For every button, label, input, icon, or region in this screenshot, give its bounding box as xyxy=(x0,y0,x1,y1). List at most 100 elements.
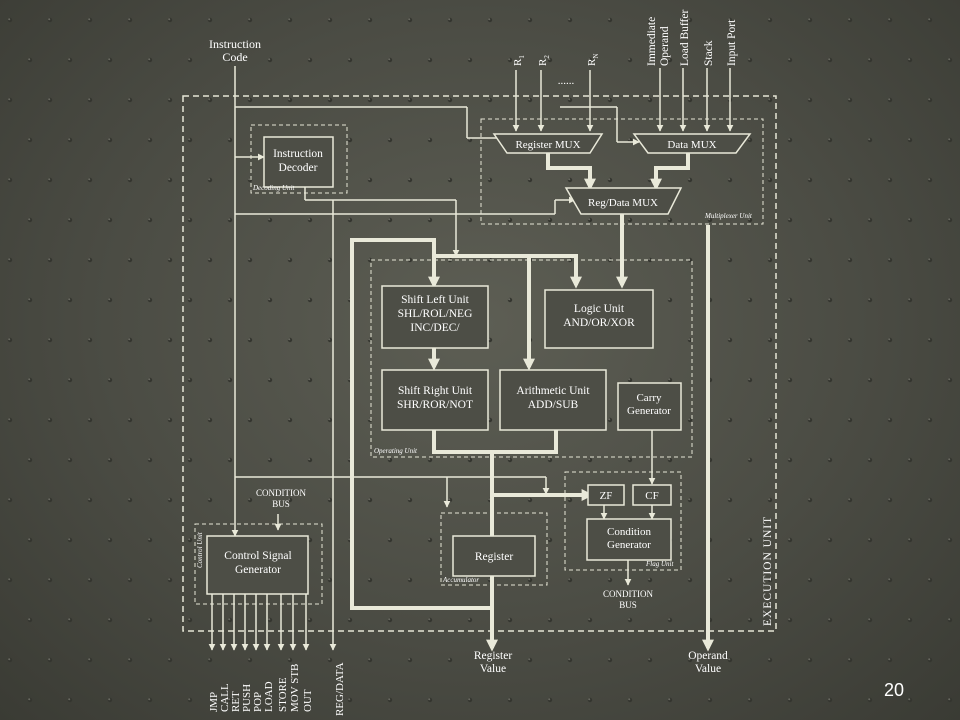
texture-dot xyxy=(547,537,553,543)
texture-dot xyxy=(107,617,113,623)
texture-dot xyxy=(67,57,73,63)
texture-dot xyxy=(907,217,913,223)
texture-dot xyxy=(687,497,693,503)
texture-dot xyxy=(687,577,693,583)
texture-dot xyxy=(227,297,233,303)
texture-dot-highlight xyxy=(828,218,831,221)
texture-dot xyxy=(907,297,913,303)
texture-dot xyxy=(407,577,413,583)
texture-dot-highlight xyxy=(808,498,811,501)
texture-dot xyxy=(167,177,173,183)
texture-dot xyxy=(867,537,873,543)
texture-dot-highlight xyxy=(388,58,391,61)
texture-dot-highlight xyxy=(188,218,191,221)
texture-dot-highlight xyxy=(168,338,171,341)
texture-dot xyxy=(727,417,733,423)
texture-dot xyxy=(67,617,73,623)
texture-dot-highlight xyxy=(608,18,611,21)
texture-dot-highlight xyxy=(748,698,751,701)
texture-dot-highlight xyxy=(588,618,591,621)
texture-dot-highlight xyxy=(208,258,211,261)
texture-dot xyxy=(127,17,133,23)
texture-dot xyxy=(827,617,833,623)
texture-dot xyxy=(847,657,853,663)
texture-dot-highlight xyxy=(948,698,951,701)
texture-dot-highlight xyxy=(608,578,611,581)
texture-dot xyxy=(747,617,753,623)
texture-dot-highlight xyxy=(448,658,451,661)
texture-dot xyxy=(107,537,113,543)
texture-dot xyxy=(367,497,373,503)
texture-dot xyxy=(427,57,433,63)
texture-dot xyxy=(7,657,13,663)
texture-dot xyxy=(527,497,533,503)
texture-dot-highlight xyxy=(668,378,671,381)
texture-dot-highlight xyxy=(48,578,51,581)
texture-dot xyxy=(167,577,173,583)
texture-dot-highlight xyxy=(828,298,831,301)
texture-dot-highlight xyxy=(328,258,331,261)
texture-dot xyxy=(167,257,173,263)
texture-dot-highlight xyxy=(308,698,311,701)
texture-dot-highlight xyxy=(788,298,791,301)
texture-dot-highlight xyxy=(228,698,231,701)
texture-dot xyxy=(487,17,493,23)
texture-dot xyxy=(487,97,493,103)
texture-dot xyxy=(847,17,853,23)
texture-dot-highlight xyxy=(808,338,811,341)
texture-dot xyxy=(27,457,33,463)
texture-dot-highlight xyxy=(808,18,811,21)
texture-dot-highlight xyxy=(528,658,531,661)
texture-dot xyxy=(887,337,893,343)
ctrl-signal-label: RET xyxy=(230,691,242,712)
texture-dot-highlight xyxy=(488,498,491,501)
ctrl-signal-label: OUT xyxy=(302,689,314,712)
texture-dot xyxy=(887,97,893,103)
reg-data-mux-label: Reg/Data MUX xyxy=(588,197,658,209)
texture-dot-highlight xyxy=(248,18,251,21)
texture-dot-highlight xyxy=(708,698,711,701)
texture-dot-highlight xyxy=(728,18,731,21)
texture-dot xyxy=(87,177,93,183)
texture-dot xyxy=(187,217,193,223)
texture-dot xyxy=(827,537,833,543)
texture-dot-highlight xyxy=(268,218,271,221)
texture-dot-highlight xyxy=(328,658,331,661)
texture-dot xyxy=(747,297,753,303)
texture-dot-highlight xyxy=(168,418,171,421)
texture-dot xyxy=(867,57,873,63)
texture-dot-highlight xyxy=(848,178,851,181)
texture-dot-highlight xyxy=(228,138,231,141)
texture-dot-highlight xyxy=(468,218,471,221)
texture-dot xyxy=(247,417,253,423)
ctrl-signal-label: JMP xyxy=(208,692,220,712)
execution-unit-frame xyxy=(182,95,777,632)
texture-dot-highlight xyxy=(868,58,871,61)
texture-dot-highlight xyxy=(88,418,91,421)
texture-dot xyxy=(27,537,33,543)
texture-dot xyxy=(667,457,673,463)
texture-dot-highlight xyxy=(468,58,471,61)
texture-dot-highlight xyxy=(548,538,551,541)
texture-dot xyxy=(247,257,253,263)
texture-dot-highlight xyxy=(828,458,831,461)
texture-dot-highlight xyxy=(8,578,11,581)
texture-dot xyxy=(127,257,133,263)
texture-dot-highlight xyxy=(68,58,71,61)
texture-dot-highlight xyxy=(888,178,891,181)
texture-dot-highlight xyxy=(648,98,651,101)
texture-dot-highlight xyxy=(788,218,791,221)
texture-dot-highlight xyxy=(548,218,551,221)
texture-dot xyxy=(707,697,713,703)
texture-dot xyxy=(747,537,753,543)
texture-dot xyxy=(247,497,253,503)
texture-dot-highlight xyxy=(368,178,371,181)
data-mux-label: Data MUX xyxy=(667,139,716,151)
texture-dot xyxy=(7,177,13,183)
texture-dot-highlight xyxy=(308,378,311,381)
texture-dot-highlight xyxy=(128,178,131,181)
texture-dot-highlight xyxy=(28,298,31,301)
texture-dot-highlight xyxy=(108,378,111,381)
texture-dot xyxy=(367,97,373,103)
